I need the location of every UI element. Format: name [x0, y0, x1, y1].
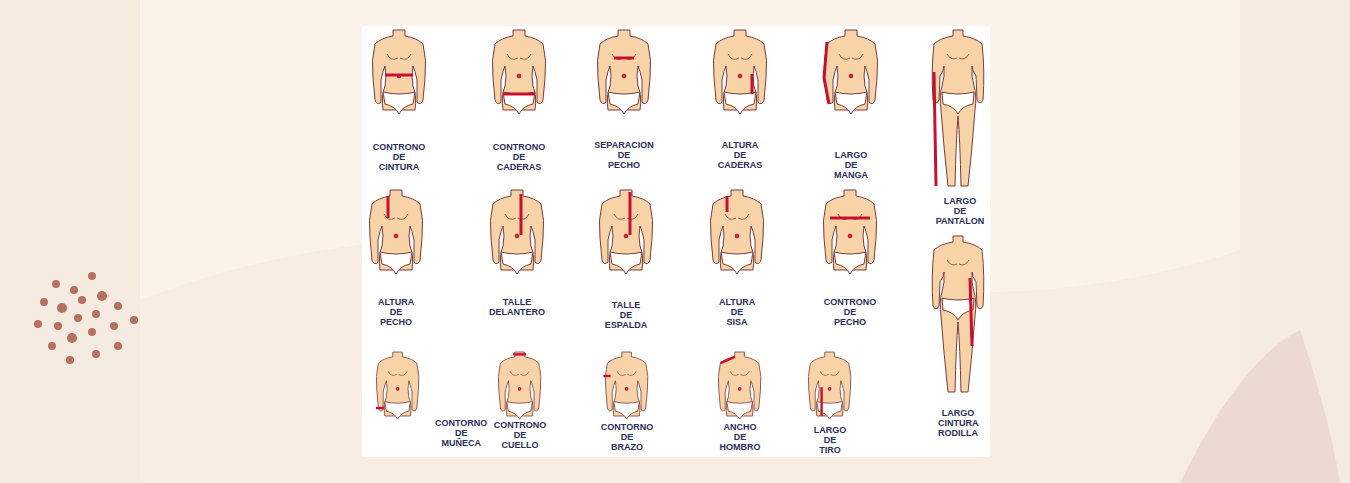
measurement-label: CONTORNO DE MUÑECA: [435, 418, 487, 448]
measurement-label: CONTRONO DE CINTURA: [373, 142, 426, 172]
measurement-label: ALTURA DE SISA: [719, 297, 755, 327]
measurement-label: CONTORNO DE BRAZO: [601, 422, 653, 452]
measurement-label: CONTRONO DE PECHO: [824, 297, 877, 327]
measurement-label: LARGO CINTURA RODILLA: [938, 408, 978, 438]
measurement-label: LARGO DE TIRO: [814, 425, 847, 455]
measurement-label: CONTRONO DE CUELLO: [494, 420, 547, 450]
measurement-label: LARGO DE PANTALON: [936, 196, 985, 226]
measurement-label: SEPARACION DE PECHO: [594, 140, 653, 170]
measurement-label: LARGO DE MANGA: [834, 150, 868, 180]
measurement-label: TALLE DELANTERO: [489, 297, 545, 317]
measurement-label: ALTURA DE PECHO: [378, 297, 414, 327]
measurement-label: CONTRONO DE CADERAS: [493, 142, 546, 172]
measurement-label: TALLE DE ESPALDA: [605, 300, 647, 330]
measurement-label: ANCHO DE HOMBRO: [720, 422, 761, 452]
measurement-label: ALTURA DE CADERAS: [718, 140, 763, 170]
